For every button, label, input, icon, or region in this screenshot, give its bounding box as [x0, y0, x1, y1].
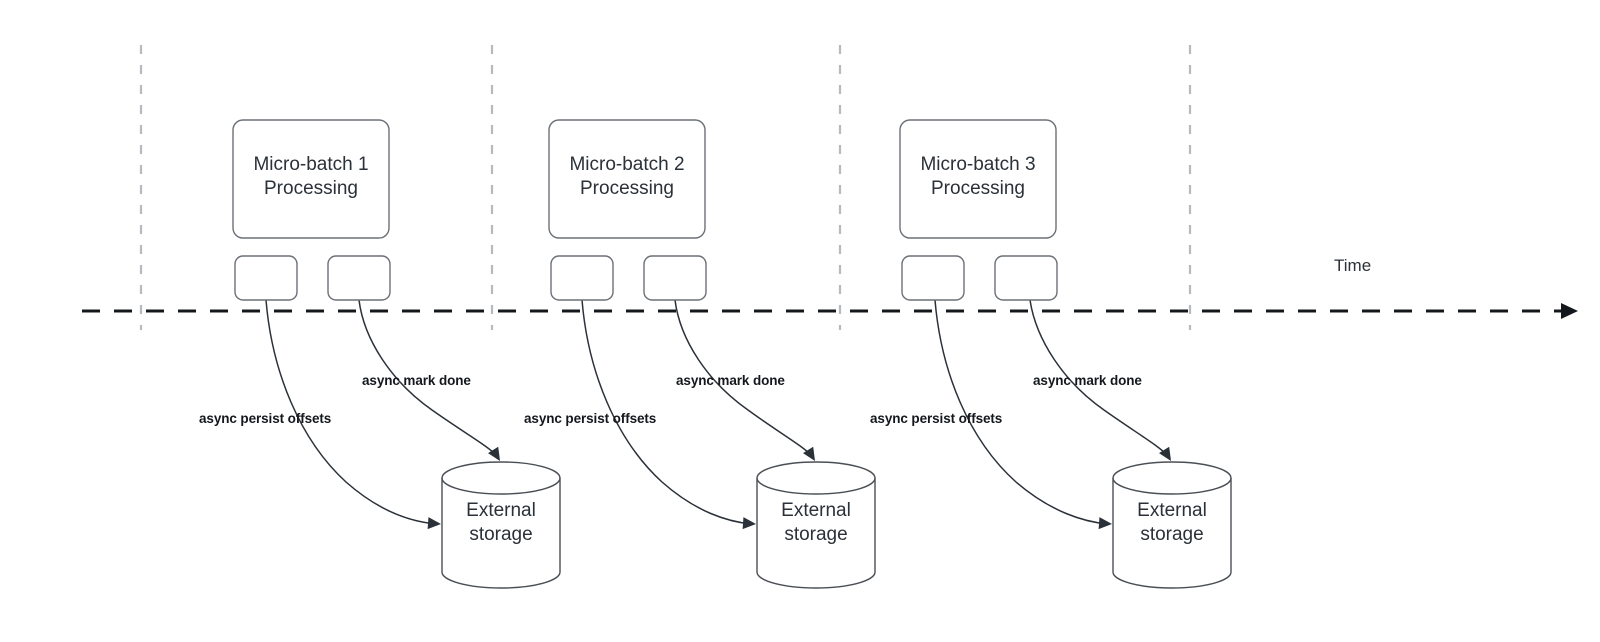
task-box-persist-3[interactable]	[901, 255, 965, 301]
micro-batch-box-2[interactable]	[548, 119, 706, 239]
edge-persist-offsets-3	[934, 299, 1109, 525]
edge-mark-done-2-label: async mark done	[676, 373, 785, 388]
external-storage-cylinder-top-1	[441, 477, 561, 495]
edge-persist-offsets-1-label: async persist offsets	[199, 411, 332, 426]
edge-mark-done-2	[674, 299, 813, 457]
task-box-mark-1[interactable]	[327, 255, 391, 301]
task-box-persist-2[interactable]	[550, 255, 614, 301]
task-box-mark-3[interactable]	[994, 255, 1058, 301]
edge-mark-done-1-arrowhead	[488, 446, 500, 461]
edge-mark-done-2-arrowhead	[803, 446, 815, 461]
external-storage-cylinder-top-3	[1112, 477, 1232, 495]
external-storage-cylinder-3[interactable]	[1112, 461, 1232, 589]
edge-persist-offsets-2	[581, 299, 753, 525]
edge-mark-done-3-arrowhead	[1159, 446, 1171, 461]
external-storage-cylinder-1[interactable]	[441, 461, 561, 589]
time-axis-label: Time	[1334, 256, 1372, 275]
edge-mark-done-3	[1029, 299, 1169, 457]
timeline-arrowhead	[1561, 303, 1578, 319]
edge-persist-offsets-1	[265, 299, 438, 525]
micro-batch-box-3[interactable]	[899, 119, 1057, 239]
edge-persist-offsets-2-arrowhead	[742, 517, 756, 530]
node-layer	[232, 119, 1232, 589]
edge-persist-offsets-3-arrowhead	[1098, 517, 1112, 530]
external-storage-cylinder-2[interactable]	[756, 461, 876, 589]
timeline-layer	[82, 303, 1578, 319]
edge-mark-done-3-label: async mark done	[1033, 373, 1142, 388]
micro-batch-box-1[interactable]	[232, 119, 390, 239]
edge-persist-offsets-2-label: async persist offsets	[524, 411, 657, 426]
divider-layer	[139, 45, 1192, 330]
task-box-persist-1[interactable]	[234, 255, 298, 301]
edge-mark-done-1	[358, 299, 498, 457]
task-box-mark-2[interactable]	[643, 255, 707, 301]
edge-layer	[265, 299, 1171, 530]
edge-persist-offsets-3-label: async persist offsets	[870, 411, 1003, 426]
external-storage-cylinder-top-2	[756, 477, 876, 495]
edge-persist-offsets-1-arrowhead	[427, 517, 441, 530]
edge-mark-done-1-label: async mark done	[362, 373, 471, 388]
